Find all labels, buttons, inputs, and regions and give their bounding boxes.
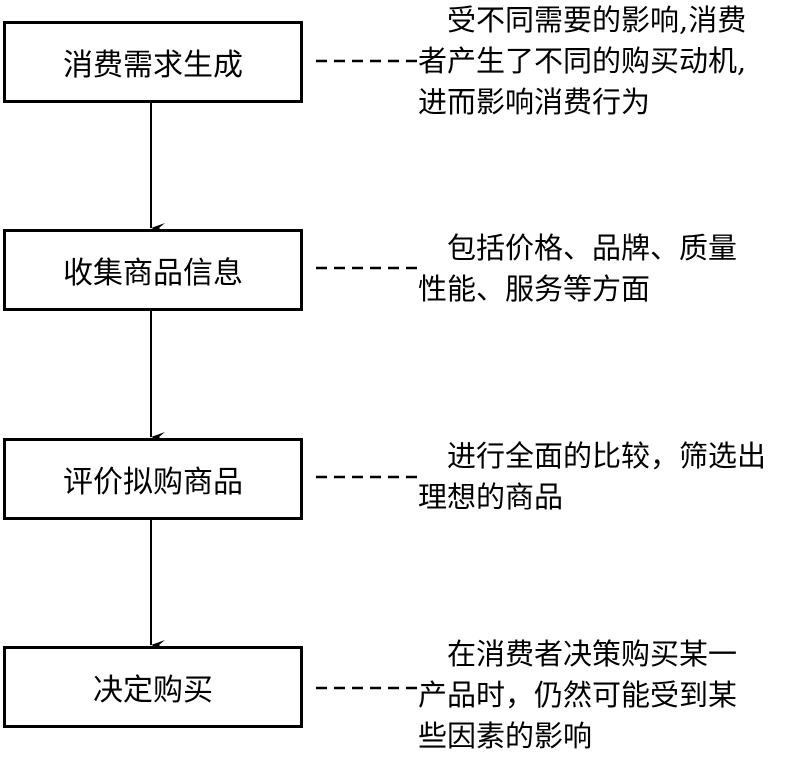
note-line: 在消费者决策购买某一: [418, 637, 738, 671]
step-label: 收集商品信息: [63, 256, 243, 291]
step-label: 消费需求生成: [63, 48, 243, 83]
note-collect-info: 包括价格、品牌、质量 性能、服务等方面: [418, 228, 810, 310]
step-box-collect-info: 收集商品信息: [3, 229, 303, 311]
note-line: 进而影响消费行为: [418, 85, 651, 119]
note-evaluate-goods: 进行全面的比较，筛选出 理想的商品: [418, 436, 810, 518]
note-line: 进行全面的比较，筛选出: [418, 439, 767, 473]
step-box-demand-generation: 消费需求生成: [3, 21, 303, 103]
note-decide-purchase: 在消费者决策购买某一 产品时，仍然可能受到某 些因素的影响: [418, 634, 810, 757]
note-line: 产品时，仍然可能受到某: [418, 678, 738, 712]
note-demand-generation: 受不同需要的影响,消费 者产生了不同的购买动机, 进而影响消费行为: [418, 0, 810, 123]
note-line: 者产生了不同的购买动机,: [418, 44, 747, 78]
step-label: 决定购买: [93, 673, 213, 708]
note-line: 包括价格、品牌、质量: [418, 231, 738, 265]
note-line: 受不同需要的影响,消费: [418, 3, 747, 37]
note-line: 性能、服务等方面: [418, 272, 651, 306]
step-box-evaluate-goods: 评价拟购商品: [3, 438, 303, 520]
note-line: 理想的商品: [418, 480, 564, 514]
note-line: 些因素的影响: [418, 719, 593, 753]
step-label: 评价拟购商品: [63, 465, 243, 500]
step-box-decide-purchase: 决定购买: [3, 646, 303, 728]
